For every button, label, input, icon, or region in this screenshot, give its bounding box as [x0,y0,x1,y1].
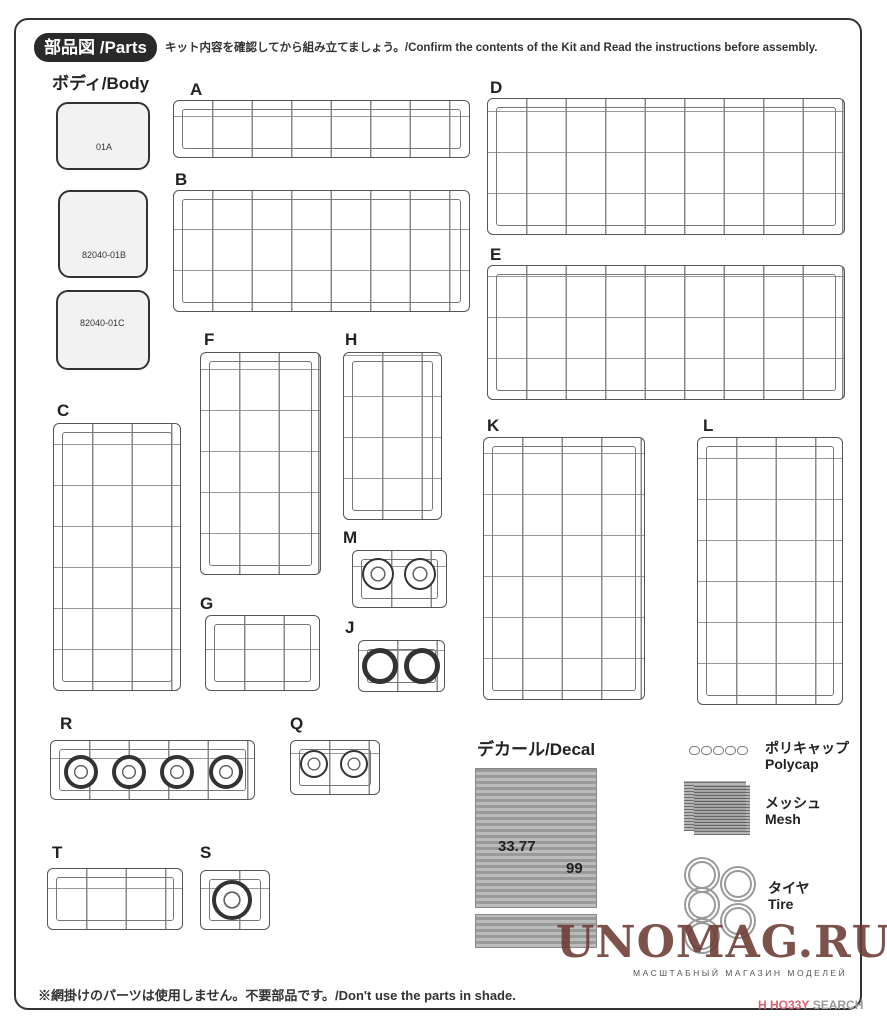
header: 部品図 /Parts キット内容を確認してから組み立てましょう。/Confirm… [34,33,854,62]
sprue-label-h: H [345,330,358,349]
sprue-b [173,190,470,312]
body-part-rear: 01A [56,102,150,170]
body-part-roof: 82040-01B [58,190,148,278]
sprue-h [343,352,442,520]
sprue-e [487,265,845,400]
mesh-en: Mesh [765,811,801,827]
watermark-subtitle: МАСШТАБНЫЙ МАГАЗИН МОДЕЛЕЙ [633,968,848,978]
decal-sheet: 33.77 99 [475,768,597,908]
tire-jp: タイヤ [768,880,810,896]
decal-strip [475,914,597,948]
credit-logo-mark: H [758,998,767,1012]
sprue-d [487,98,845,235]
sprue-l [697,437,843,705]
credit-hobby: HO33Y [770,998,810,1012]
wheel-r1 [64,755,98,789]
wheel-m2 [404,558,436,590]
ring-j2 [404,648,440,684]
mesh-sheet-2 [694,785,750,835]
sprue-g [205,615,320,691]
watermark: UNOMAG.RU [556,917,887,968]
body-label: ボディ/Body [52,74,150,93]
tire-3 [684,918,720,954]
sprue-label-q: Q [290,714,304,733]
body-part-front: 82040-01C [56,290,150,370]
sprue-label-k: K [487,416,500,435]
wheel-r4 [209,755,243,789]
polycap-5 [737,746,748,755]
polycap-4 [725,746,736,755]
sprue-label-s: S [200,843,212,862]
instruction-text: キット内容を確認してから組み立てましょう。/Confirm the conten… [164,41,818,54]
sprue-label-d: D [490,78,503,97]
polycap-2 [701,746,712,755]
tire-4 [720,866,756,902]
sprue-label-g: G [200,594,214,613]
polycap-jp: ポリキャップ [765,740,849,756]
body-code-b: 82040-01B [82,250,127,260]
polycap-1 [689,746,700,755]
sprue-label-r: R [60,714,73,733]
wheel-s [212,880,252,920]
body-code: 01A [96,142,113,152]
decal-number-99: 99 [566,860,583,877]
wheel-m1 [362,558,394,590]
tire-5 [720,903,756,939]
ring-j1 [362,648,398,684]
tire-en: Tire [768,896,794,912]
sprue-a [173,100,470,158]
sprue-label-j: J [345,618,355,637]
sprue-label-m: M [343,528,358,547]
sprue-label-a: A [190,80,203,99]
footer-note: ※網掛けのパーツは使用しません。不要部品です。/Don't use the pa… [38,988,516,1003]
sprue-t [47,868,183,930]
polycap-en: Polycap [765,756,819,772]
sprue-k [483,437,645,700]
decal-label: デカール/Decal [477,740,596,759]
sprue-label-c: C [57,401,70,420]
mesh-jp: メッシュ [765,795,821,811]
polycap-3 [713,746,724,755]
wheel-r3 [160,755,194,789]
sprue-label-e: E [490,245,502,264]
hobby-search-credit: H HO33Y SEARCH [758,998,863,1012]
sprue-label-b: B [175,170,188,189]
body-code-c: 82040-01C [80,318,125,328]
wheel-q1 [300,750,328,778]
wheel-r2 [112,755,146,789]
sheet-frame [14,18,862,1010]
sprue-label-t: T [52,843,63,862]
credit-search: SEARCH [809,998,864,1012]
sprue-c [53,423,181,691]
parts-title: 部品図 /Parts [34,33,157,62]
sprue-label-f: F [204,330,215,349]
sprue-f [200,352,321,575]
sprue-label-l: L [703,416,714,435]
decal-number-33-77: 33.77 [498,838,536,855]
wheel-q2 [340,750,368,778]
